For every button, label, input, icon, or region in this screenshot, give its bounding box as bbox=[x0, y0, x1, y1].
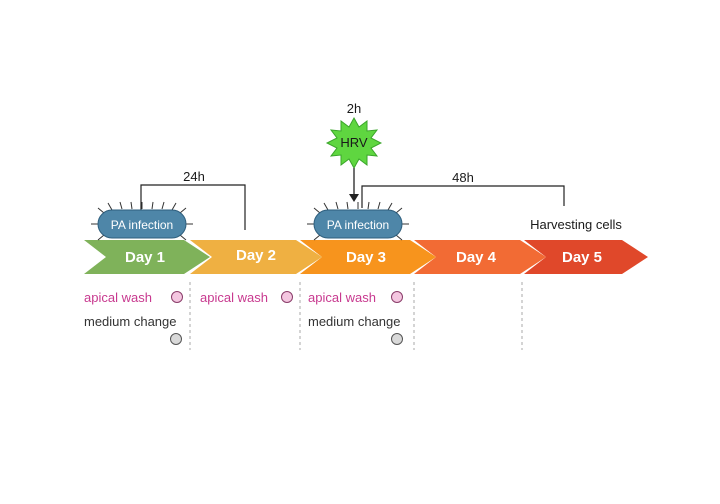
day-1-medium-label: medium change bbox=[84, 314, 177, 329]
day-2-chevron bbox=[190, 240, 322, 274]
day-5-chevron bbox=[524, 240, 648, 274]
day-5-label: Day 5 bbox=[562, 249, 602, 266]
day-3-wash-label: apical wash bbox=[308, 290, 376, 305]
day-separators bbox=[189, 282, 523, 350]
wash-dot-icon bbox=[391, 291, 403, 303]
bracket-24h-label: 24h bbox=[183, 169, 205, 184]
day-1-chevron bbox=[84, 240, 210, 274]
day-3-chevron bbox=[300, 240, 436, 274]
virus-label: HRV bbox=[340, 135, 368, 150]
bracket-24h bbox=[140, 184, 246, 230]
pa-infection-label-2: PA infection bbox=[327, 218, 389, 232]
day-2-wash-label: apical wash bbox=[200, 290, 268, 305]
day-4-label: Day 4 bbox=[456, 249, 497, 266]
day-3-label: Day 3 bbox=[346, 249, 386, 266]
wash-dot-icon bbox=[171, 291, 183, 303]
pa-infection-label-1: PA infection bbox=[111, 218, 173, 232]
day-1-label: Day 1 bbox=[125, 249, 165, 266]
harvest-label: Harvesting cells bbox=[530, 217, 622, 232]
virus-time-label: 2h bbox=[347, 101, 361, 116]
day-1-wash-label: apical wash bbox=[84, 290, 152, 305]
medium-dot-icon bbox=[170, 333, 182, 345]
virus-arrow-head bbox=[349, 194, 359, 202]
day-4-chevron bbox=[414, 240, 546, 274]
day-3-medium-label: medium change bbox=[308, 314, 401, 329]
medium-dot-icon bbox=[391, 333, 403, 345]
day-2-label: Day 2 bbox=[236, 247, 276, 264]
bracket-48h-label: 48h bbox=[452, 170, 474, 185]
bacterium-icon bbox=[91, 201, 193, 241]
bacterium-icon bbox=[307, 201, 409, 241]
wash-dot-icon bbox=[281, 291, 293, 303]
bracket-48h bbox=[361, 185, 565, 208]
